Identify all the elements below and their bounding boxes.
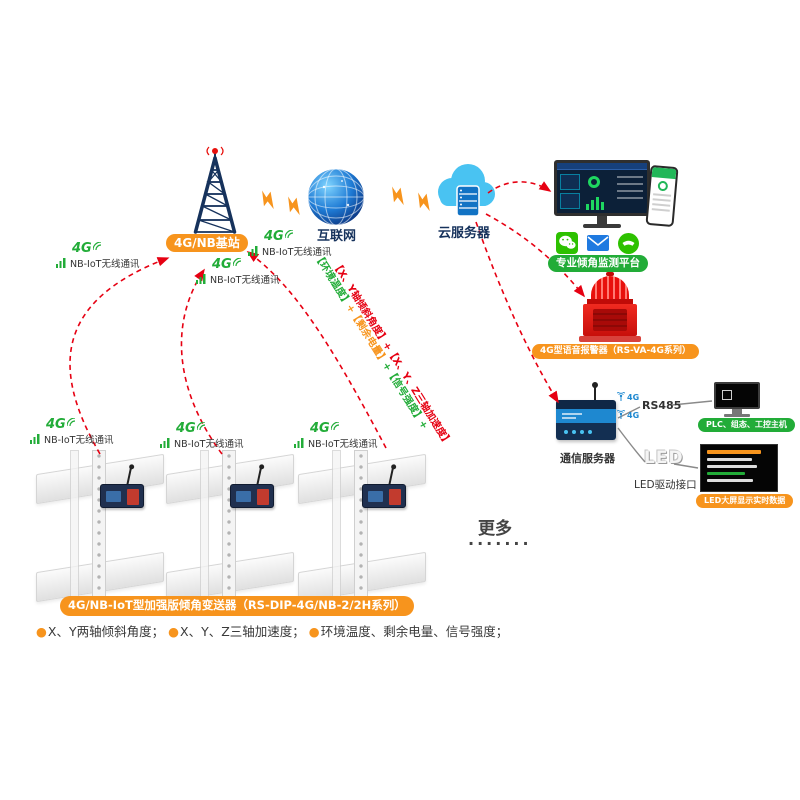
more-dots: ······· <box>468 534 532 553</box>
signal-arcs-icon <box>92 242 101 251</box>
sensor-rack-3 <box>298 450 430 603</box>
siren-dome-icon <box>591 276 629 299</box>
signal-arcs-icon <box>284 230 293 239</box>
antenna-icon <box>592 382 598 402</box>
wireless-comm-label-5: 4G NB-IoT无线通讯 <box>160 422 243 450</box>
led-port-label: LED驱动接口 <box>634 479 697 491</box>
smartphone <box>645 164 679 228</box>
phone-call-icon <box>618 232 639 254</box>
sensor-rack-1 <box>36 450 168 603</box>
gauge-icon <box>588 176 600 188</box>
cloud-server-icon <box>438 164 495 217</box>
signal-bars-icon <box>294 438 304 448</box>
internet-label: 互联网 <box>317 229 357 244</box>
led-screen-label: LED大屏显示实时数据 <box>696 494 794 508</box>
led-icon: LED <box>644 448 684 468</box>
signal-arcs-icon <box>196 422 205 431</box>
monitor-platform <box>554 160 650 228</box>
plc-label: PLC、组态、工控主机 <box>698 418 795 432</box>
signal-bars-icon <box>248 246 258 256</box>
sensor-rack-2 <box>166 450 298 603</box>
wireless-comm-label-1: 4G NB-IoT无线通讯 <box>56 242 139 270</box>
4g-antenna-icon: 4G <box>616 410 639 420</box>
email-icon <box>587 235 609 251</box>
signal-arcs-icon <box>232 258 241 267</box>
signal-bars-icon <box>196 274 206 284</box>
bar-chart-icon <box>586 195 604 210</box>
rs485-label: RS485 <box>642 399 682 412</box>
tilt-sensor-device <box>362 467 408 510</box>
4g-antenna-icon: 4G <box>616 392 639 402</box>
internet-globe-icon <box>307 168 365 226</box>
plc-monitor-icon <box>714 382 760 417</box>
wireless-comm-label-6: 4G NB-IoT无线通讯 <box>294 422 377 450</box>
flow-text-environment: 【环境温度】+【剩余电量】+【信号强度】+ <box>311 251 430 432</box>
wireless-comm-label-2: 4G NB-IoT无线通讯 <box>248 230 331 258</box>
cloud-server-label: 云服务器 <box>438 226 491 241</box>
alarm-label: 4G型语音报警器（RS-VA-4G系列） <box>532 344 699 359</box>
wireless-comm-label-3: 4G NB-IoT无线通讯 <box>196 258 279 286</box>
flow-text-tilt: 【X、Y轴倾斜角度】+【X、Y、Z三轴加速度】 <box>329 259 454 449</box>
signal-arcs-icon <box>66 418 75 427</box>
more-label: 更多 <box>478 519 512 539</box>
led-screen <box>700 444 778 492</box>
features-line: ●X、Y两轴倾斜角度； ●X、Y、Z三轴加速度； ●环境温度、剩余电量、信号强度… <box>36 624 509 639</box>
platform-label: 专业倾角监测平台 <box>548 255 648 272</box>
banner-label: 4G/NB-IoT型加强版倾角变送器（RS-DIP-4G/NB-2/2H系列） <box>60 596 414 616</box>
signal-bars-icon <box>160 438 170 448</box>
base-station-label: 4G/NB基站 <box>166 234 248 253</box>
signal-bars-icon <box>30 434 40 444</box>
signal-arcs-icon <box>330 422 339 431</box>
comm-server-label: 通信服务器 <box>560 452 615 465</box>
wechat-icon <box>556 232 578 254</box>
tilt-sensor-device <box>230 467 276 510</box>
wireless-comm-label-4: 4G NB-IoT无线通讯 <box>30 418 113 446</box>
dashboard-screen <box>554 160 650 216</box>
cell-tower-icon <box>193 146 237 234</box>
signal-bars-icon <box>56 258 66 268</box>
alarm-device <box>578 272 642 342</box>
tilt-sensor-device <box>100 467 146 510</box>
